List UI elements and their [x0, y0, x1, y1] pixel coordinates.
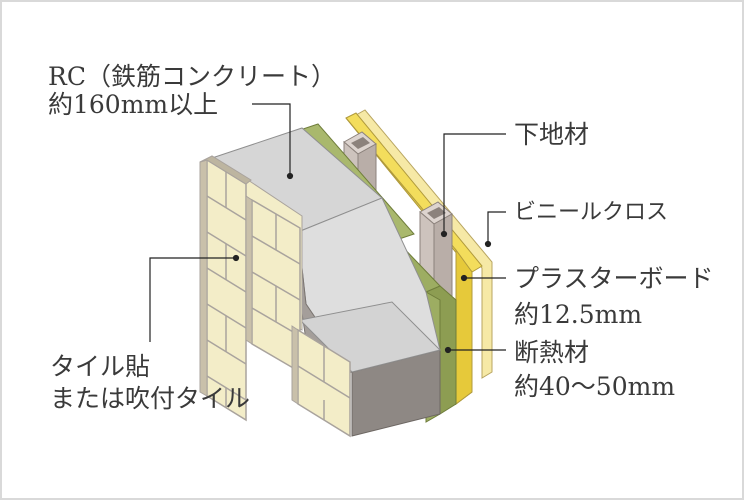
label-insulation-line2: 約40〜50mm [514, 372, 676, 401]
label-vinyl-cloth: ビニールクロス [514, 200, 669, 225]
label-tile-line1: タイル貼 [50, 352, 151, 381]
leader-shitaji [443, 133, 506, 234]
label-plaster-line1: プラスターボード [514, 264, 714, 293]
tile-lower-edge [291, 325, 299, 405]
label-insulation-line1: 断熱材 [514, 338, 590, 367]
label-plaster-line2: 約12.5mm [514, 300, 643, 329]
label-rc-line2: 約160mm以上 [48, 90, 219, 119]
leader-lines [149, 103, 506, 354]
label-shitaji: 下地材 [514, 120, 590, 149]
leader-tile [149, 257, 236, 342]
tile-edge-left [199, 159, 208, 397]
leader-vinyl [487, 211, 506, 244]
tile-edge-top [199, 155, 252, 185]
tile-grid-upper [206, 158, 247, 422]
tile-middle-edge [245, 195, 253, 345]
label-rc-line1: RC（鉄筋コンクリート） [48, 62, 336, 91]
insulation-front [424, 285, 457, 415]
leader-rc [252, 103, 291, 176]
label-tile-line2: または吹付タイル [50, 384, 251, 413]
plaster-board-front [455, 248, 473, 405]
vinyl-cloth-layer [355, 109, 493, 379]
